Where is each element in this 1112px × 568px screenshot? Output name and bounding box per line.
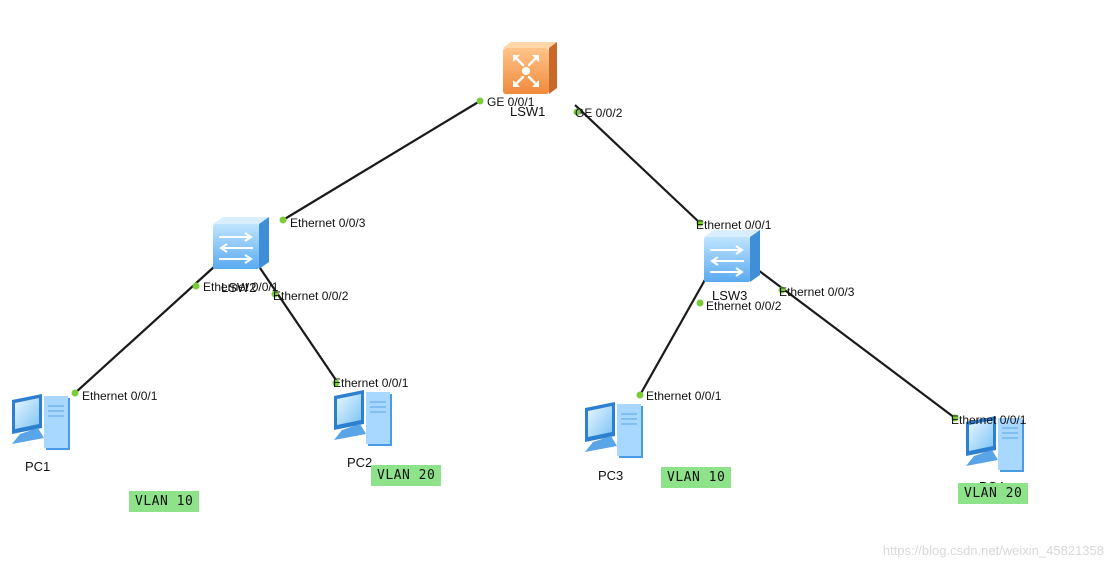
- vlan-tag-pc4: VLAN 20: [958, 483, 1029, 504]
- device-label-pc3: PC3: [598, 468, 623, 483]
- port-label-lsw2-e3: Ethernet 0/0/3: [290, 216, 366, 230]
- device-label-lsw1: LSW1: [510, 104, 545, 119]
- port-label-pc3-e1: Ethernet 0/0/1: [646, 389, 722, 403]
- vlan-tag-pc3: VLAN 10: [661, 467, 732, 488]
- link-lsw2-pc2[interactable]: [259, 267, 339, 384]
- link-lsw1-lsw2[interactable]: [282, 100, 481, 221]
- link-lsw1-lsw3[interactable]: [574, 104, 701, 224]
- port-dot[interactable]: [778, 286, 786, 294]
- port-label-lsw3-e2: Ethernet 0/0/2: [706, 299, 782, 313]
- port-label-pc1-e1: Ethernet 0/0/1: [82, 389, 158, 403]
- device-label-pc2: PC2: [347, 455, 372, 470]
- core-switch-icon[interactable]: [503, 42, 557, 94]
- port-dot[interactable]: [279, 216, 287, 224]
- port-label-pc4-e1: Ethernet 0/0/1: [951, 413, 1027, 427]
- port-label-lsw3-e3: Ethernet 0/0/3: [779, 285, 855, 299]
- link-lsw3-pc4[interactable]: [757, 269, 956, 419]
- port-dot[interactable]: [192, 282, 200, 290]
- port-dot[interactable]: [271, 290, 279, 298]
- vlan-tag-pc2: VLAN 20: [371, 465, 442, 486]
- links: [74, 100, 956, 419]
- port-label-lsw1-ge2: GE 0/0/2: [575, 106, 623, 120]
- watermark: https://blog.csdn.net/weixin_45821358: [882, 543, 1104, 558]
- port-dot[interactable]: [71, 389, 79, 397]
- port-label-lsw3-e1: Ethernet 0/0/1: [696, 218, 772, 232]
- vlan-tag-pc1: VLAN 10: [129, 491, 200, 512]
- pc-icon[interactable]: [12, 394, 70, 450]
- pc-icon[interactable]: [334, 390, 392, 446]
- port-dot[interactable]: [636, 391, 644, 399]
- port-label-lsw2-e2: Ethernet 0/0/2: [273, 289, 349, 303]
- pc-icon[interactable]: [966, 416, 1024, 472]
- port-dot[interactable]: [476, 97, 484, 105]
- port-dot[interactable]: [332, 379, 340, 387]
- port-label-lsw2-e1: Ethernet 0/0/1: [203, 280, 279, 294]
- switch-icon[interactable]: [213, 217, 269, 269]
- device-label-pc1: PC1: [25, 459, 50, 474]
- pc-icon[interactable]: [585, 402, 643, 458]
- link-lsw2-pc1[interactable]: [74, 265, 216, 394]
- port-dot[interactable]: [696, 299, 704, 307]
- port-dots: [71, 97, 959, 422]
- port-label-lsw1-ge1: GE 0/0/1: [487, 95, 535, 109]
- port-label-pc2-e1: Ethernet 0/0/1: [333, 376, 409, 390]
- port-dot[interactable]: [573, 108, 581, 116]
- port-dot[interactable]: [696, 219, 704, 227]
- port-dot[interactable]: [951, 414, 959, 422]
- device-label-lsw2: LSW2: [221, 280, 256, 295]
- link-lsw3-pc3[interactable]: [639, 277, 707, 396]
- device-label-lsw3: LSW3: [712, 288, 747, 303]
- switch-icon[interactable]: [704, 230, 760, 282]
